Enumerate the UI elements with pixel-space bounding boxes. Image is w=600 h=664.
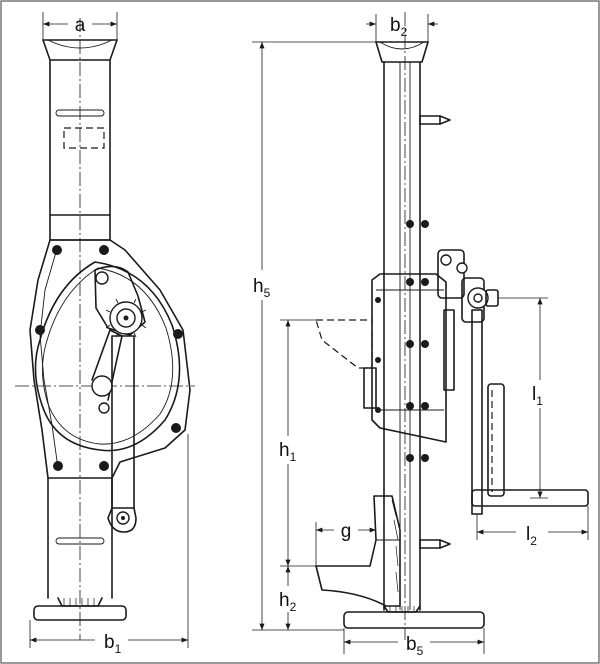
dim-label-h1: h1 bbox=[279, 440, 297, 464]
dim-label-h2: h2 bbox=[279, 590, 297, 614]
dim-label-l1: l1 bbox=[532, 384, 543, 408]
dim-label-g: g bbox=[341, 521, 352, 542]
dim-label-b1: b1 bbox=[104, 632, 122, 656]
side-view: b2 h5 h1 h2 g l1 l2 bbox=[252, 12, 589, 658]
dim-label-b2: b2 bbox=[390, 15, 408, 39]
dim-label-b5: b5 bbox=[406, 634, 424, 658]
front-view: a b1 bbox=[15, 12, 195, 656]
dim-label-a: a bbox=[75, 15, 86, 36]
dim-label-h5: h5 bbox=[253, 276, 271, 300]
dim-label-l2: l2 bbox=[526, 524, 537, 548]
